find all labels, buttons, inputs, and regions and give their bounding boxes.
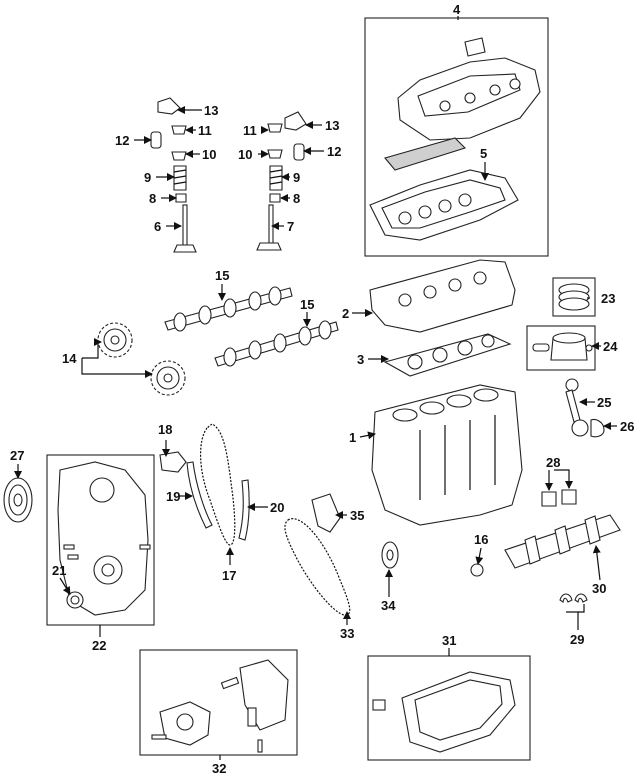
callout-15-upper: 15 xyxy=(215,268,229,283)
valve-spring-right-part xyxy=(269,165,283,191)
timing-cover-bolts-part xyxy=(63,544,151,560)
callout-26: 26 xyxy=(620,419,634,434)
callout-12-right: 12 xyxy=(327,144,341,159)
oil-pump-part xyxy=(151,659,289,753)
callout-13-right: 13 xyxy=(325,118,339,133)
piston-part xyxy=(532,332,593,361)
callout-8-left: 8 xyxy=(149,191,156,206)
rocker-arm-right-part xyxy=(284,111,307,131)
callout-29: 29 xyxy=(570,632,584,647)
engine-block-part xyxy=(371,384,523,526)
crank-pulley-part xyxy=(3,477,33,523)
lash-adjuster-left-part xyxy=(150,131,162,149)
timing-chain-part xyxy=(199,423,236,546)
intake-valve-part xyxy=(173,204,197,253)
intake-camshaft-part xyxy=(164,286,293,332)
crank-sprocket-part xyxy=(470,563,484,577)
callout-14: 14 xyxy=(62,351,77,366)
callout-9-left: 9 xyxy=(144,170,151,185)
callout-34: 34 xyxy=(381,598,396,613)
callout-21: 21 xyxy=(52,563,66,578)
exhaust-valve-part xyxy=(256,204,282,251)
callout-11-right: 11 xyxy=(243,123,257,138)
callout-22: 22 xyxy=(92,638,106,653)
valve-seal-right-part xyxy=(269,193,281,203)
oil-separator-part xyxy=(384,137,467,171)
oil-pump-chain-guide-part xyxy=(311,493,341,533)
valve-spring-left-part xyxy=(173,165,187,191)
callout-6: 6 xyxy=(154,219,161,234)
valve-cover-gasket-part xyxy=(369,169,519,241)
callout-1: 1 xyxy=(349,430,356,445)
callout-25: 25 xyxy=(597,395,611,410)
callout-15-lower: 15 xyxy=(300,297,314,312)
intake-cam-sprocket-part xyxy=(97,322,133,358)
callout-16: 16 xyxy=(474,532,488,547)
cylinder-head-part xyxy=(369,259,516,333)
callout-32: 32 xyxy=(212,761,226,775)
chain-tensioner-part xyxy=(159,451,187,473)
front-crank-seal-part xyxy=(66,591,84,609)
callout-18: 18 xyxy=(158,422,172,437)
exhaust-camshaft-part xyxy=(214,320,339,367)
callout-10-right: 10 xyxy=(238,147,252,162)
callout-24: 24 xyxy=(603,339,618,354)
callout-8-right: 8 xyxy=(293,191,300,206)
oil-pump-sprocket-part xyxy=(381,541,399,569)
thrust-washers-part xyxy=(559,593,588,603)
callout-4: 4 xyxy=(453,2,461,17)
callout-11-left: 11 xyxy=(198,123,212,138)
callout-20: 20 xyxy=(270,500,284,515)
chain-tensioner-arm-part xyxy=(238,479,250,541)
callout-35: 35 xyxy=(350,508,364,523)
valve-retainer-left-part xyxy=(171,125,187,161)
oil-pump-group-box xyxy=(139,649,298,756)
callout-12-left: 12 xyxy=(115,133,129,148)
leader-lines xyxy=(14,16,617,760)
connecting-rod-part xyxy=(565,378,589,437)
timing-cover-part xyxy=(57,461,149,616)
piston-rings-part xyxy=(558,283,590,311)
valve-retainer-right-part xyxy=(267,123,283,159)
piston-ring-box xyxy=(552,277,596,317)
chain-guide-part xyxy=(186,461,213,529)
rocker-arm-left-part xyxy=(157,97,181,115)
crankshaft-part xyxy=(504,514,621,569)
callout-10-left: 10 xyxy=(202,147,216,162)
valve-cover-part xyxy=(397,37,541,141)
head-gasket-part xyxy=(383,333,512,377)
oil-pump-chain-part xyxy=(284,518,351,616)
callout-3: 3 xyxy=(357,352,364,367)
lash-adjuster-right-part xyxy=(293,143,305,161)
callout-19: 19 xyxy=(166,489,180,504)
callout-2: 2 xyxy=(342,306,349,321)
callout-labels: 4 5 1 2 3 6 7 8 8 9 9 10 10 11 11 12 12 … xyxy=(10,2,634,775)
valve-cover-group-box xyxy=(364,17,549,257)
rod-bearing-part xyxy=(590,418,605,438)
callout-17: 17 xyxy=(222,568,236,583)
exhaust-cam-sprocket-part xyxy=(150,360,186,396)
callout-23: 23 xyxy=(601,291,615,306)
callout-13-left: 13 xyxy=(204,103,218,118)
callout-30: 30 xyxy=(592,581,606,596)
main-bearings-part xyxy=(541,489,577,507)
callout-27: 27 xyxy=(10,448,24,463)
valve-seal-left-part xyxy=(175,193,187,203)
callout-9-right: 9 xyxy=(293,170,300,185)
callout-28: 28 xyxy=(546,455,560,470)
callout-31: 31 xyxy=(442,633,456,648)
oil-pan-part xyxy=(372,671,516,753)
callout-33: 33 xyxy=(340,626,354,641)
callout-5: 5 xyxy=(480,146,487,161)
callout-7: 7 xyxy=(287,219,294,234)
